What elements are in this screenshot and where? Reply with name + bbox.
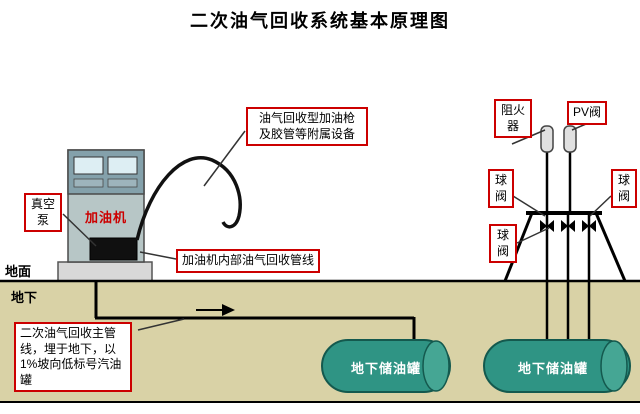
callout-vacuum-pump: 真空 泵 (24, 193, 62, 233)
flame-arrester-device (540, 125, 554, 153)
storage-tank-right (483, 339, 631, 393)
callout-nozzle: 油气回收型加油枪 及胶管等附属设备 (246, 107, 368, 147)
vent-stack (503, 125, 627, 282)
recovery-hose (135, 156, 242, 241)
callout-ball-valve-bottom: 球 阀 (489, 224, 517, 264)
callout-ball-valve-left: 球 阀 (488, 169, 514, 209)
fuel-dispenser (57, 149, 153, 282)
dispenser-name-label: 加油机 (84, 210, 127, 225)
callout-pv-valve: PV阀 (567, 101, 608, 125)
pv-valve-device (563, 125, 577, 153)
tank-left-label: 地下储油罐 (350, 361, 421, 376)
callout-ball-valve-right: 球 阀 (611, 169, 637, 209)
stack-leg-left (503, 212, 534, 282)
ball-valve-symbols (540, 220, 596, 232)
callout-internal-pipe: 加油机内部油气回收管线 (176, 249, 321, 273)
stack-leg-right (594, 212, 627, 282)
tank-right-label: 地下储油罐 (517, 361, 588, 376)
dispenser-display-left (73, 156, 104, 175)
dispenser-keypad-left (73, 178, 104, 188)
flow-arrow-icon (196, 304, 235, 316)
callout-leader-lines (62, 123, 612, 331)
dispenser-base (57, 261, 153, 282)
vacuum-pump-unit (89, 237, 138, 261)
callout-flame-arrester: 阻火 器 (494, 99, 532, 139)
ground-surface-label: 地面 (5, 264, 32, 279)
callout-main-pipe: 二次油气回收主管线，埋于地下，以1%坡向低标号汽油罐 (14, 322, 132, 393)
tank-riser-pipes (545, 213, 591, 346)
diagram-title: 二次油气回收系统基本原理图 (190, 11, 450, 31)
underground-label: 地下 (11, 290, 38, 305)
dispenser-display-right (107, 156, 138, 175)
storage-tank-left (321, 339, 451, 393)
dispenser-keypad-right (107, 178, 138, 188)
